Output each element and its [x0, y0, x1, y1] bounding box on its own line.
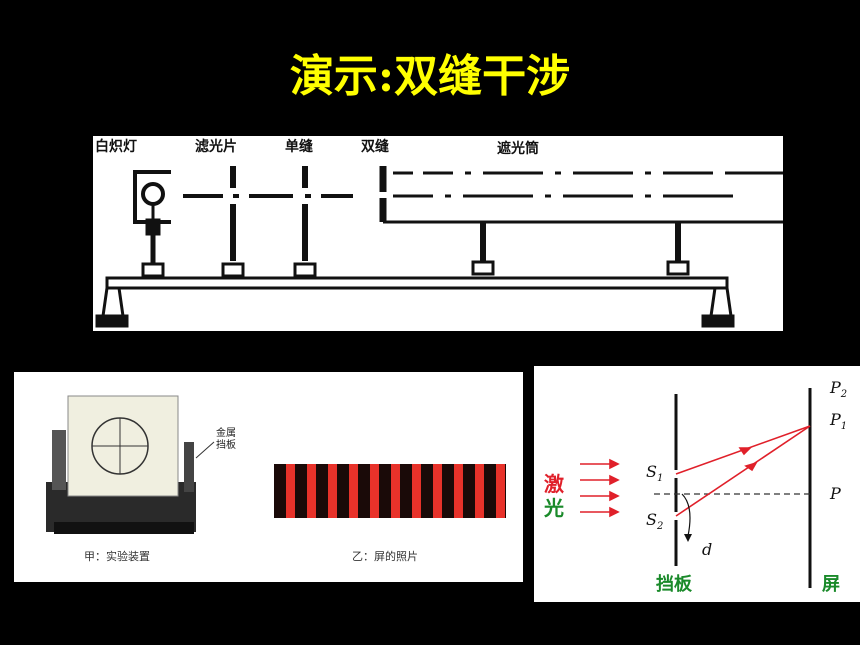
label-double-slit: 双缝: [361, 139, 389, 155]
label-s2: S2: [646, 510, 664, 533]
label-light-shield-tube: 遮光筒: [497, 141, 539, 157]
slide-title: 演示:双缝干涉: [289, 51, 571, 102]
label-s1: S1: [646, 462, 664, 485]
label-single-slit: 单缝: [285, 139, 313, 155]
apparatus-drawing: [95, 166, 783, 328]
experiment-device-image: [46, 395, 215, 534]
double-slit-schematic: 激 光 S1 S2 d P P1 P2 挡板 屏: [534, 366, 860, 602]
label-p1: P1: [830, 410, 848, 433]
label-screen: 屏: [822, 574, 840, 595]
fringe-pattern: [274, 464, 506, 518]
caption-apparatus: 甲：实验装置: [84, 550, 150, 563]
experiment-photo-panel: 金属 挡板 甲：实验装置 乙：屏的照片: [14, 372, 523, 582]
schematic-drawing: [580, 388, 812, 588]
label-filter: 滤光片: [195, 139, 237, 155]
label-laser-2: 光: [544, 496, 564, 520]
callout-metal: 金属: [216, 428, 236, 439]
apparatus-diagram: 白炽灯 滤光片 单缝 双缝 遮光筒: [93, 136, 783, 331]
label-laser-1: 激: [544, 472, 564, 496]
label-p: P: [830, 484, 841, 503]
label-incandescent-lamp: 白炽灯: [95, 139, 137, 155]
label-barrier: 挡板: [656, 574, 692, 595]
label-d: d: [702, 540, 713, 559]
caption-screen-photo: 乙：屏的照片: [352, 550, 418, 563]
callout-plate: 挡板: [216, 440, 236, 451]
label-p2: P2: [830, 378, 848, 401]
